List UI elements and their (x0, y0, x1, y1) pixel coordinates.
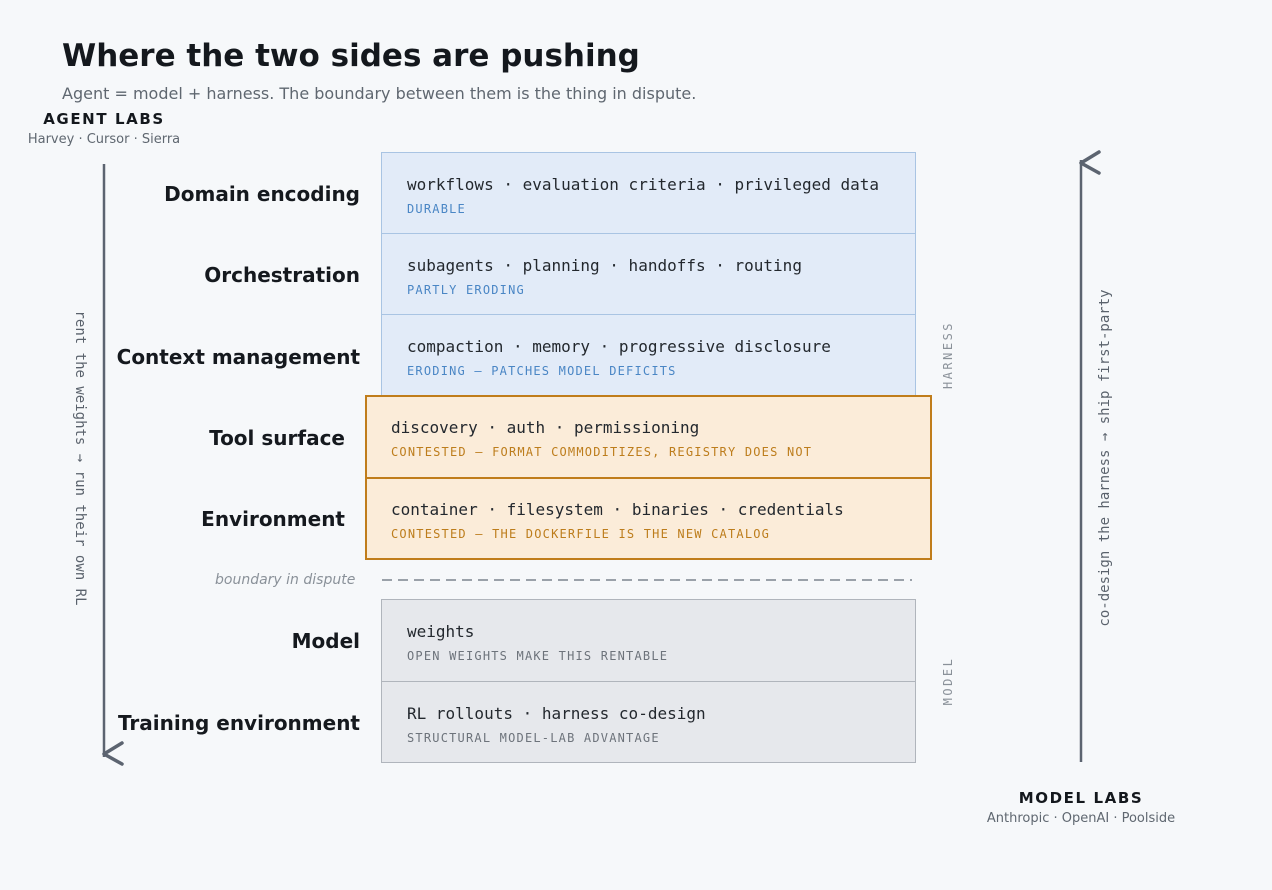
layer-box-environment: container · filesystem · binaries · cred… (365, 477, 932, 560)
layer-items: compaction · memory · progressive disclo… (407, 337, 831, 356)
layer-name-model: Model (291, 629, 360, 653)
agent-labs-header: AGENT LABS Harvey · Cursor · Sierra (14, 110, 194, 147)
agent-labs-arrow (102, 164, 124, 766)
layer-box-training-environment: RL rollouts · harness co-design STRUCTUR… (381, 681, 916, 763)
boundary-label: boundary in dispute (215, 572, 356, 588)
model-labs-header: MODEL LABS Anthropic · OpenAI · Poolside (966, 789, 1196, 826)
harness-group-label: HARNESS (941, 320, 955, 390)
layer-status: DURABLE (407, 202, 466, 216)
layer-name-tool-surface: Tool surface (209, 426, 345, 450)
layer-box-context-management: compaction · memory · progressive disclo… (381, 314, 916, 397)
model-labs-title: MODEL LABS (1018, 789, 1144, 807)
model-labs-arrow (1079, 150, 1101, 762)
layer-status: STRUCTURAL MODEL-LAB ADVANTAGE (407, 731, 660, 745)
layer-name-training-environment: Training environment (117, 711, 360, 735)
layer-items: container · filesystem · binaries · cred… (391, 500, 844, 519)
layer-name-environment: Environment (201, 507, 345, 531)
layer-items: weights (407, 622, 475, 641)
model-labs-members: Anthropic · OpenAI · Poolside (986, 811, 1176, 826)
page-title: Where the two sides are pushing (62, 38, 640, 74)
layer-status: PARTLY ERODING (407, 283, 525, 297)
agent-labs-title: AGENT LABS (43, 110, 165, 128)
layer-items: workflows · evaluation criteria · privil… (407, 175, 880, 194)
layer-name-context-management: Context management (116, 345, 360, 369)
layer-name-domain-encoding: Domain encoding (164, 182, 360, 206)
page-subtitle: Agent = model + harness. The boundary be… (62, 84, 697, 103)
layer-status: OPEN WEIGHTS MAKE THIS RENTABLE (407, 649, 669, 663)
model-labs-arrow-label: co-design the harness → ship first-party (1097, 289, 1113, 627)
layer-items: subagents · planning · handoffs · routin… (407, 256, 802, 275)
model-group-label: MODEL (941, 656, 955, 706)
layer-status: CONTESTED — FORMAT COMMODITIZES, REGISTR… (391, 445, 813, 459)
agent-labs-members: Harvey · Cursor · Sierra (27, 132, 181, 147)
layer-items: RL rollouts · harness co-design (407, 704, 706, 723)
layer-name-orchestration: Orchestration (204, 263, 360, 287)
layer-status: ERODING — PATCHES MODEL DEFICITS (407, 364, 677, 378)
layer-items: discovery · auth · permissioning (391, 418, 700, 437)
layer-box-model: weights OPEN WEIGHTS MAKE THIS RENTABLE (381, 599, 916, 682)
layer-status: CONTESTED — THE DOCKERFILE IS THE NEW CA… (391, 527, 771, 541)
layer-box-orchestration: subagents · planning · handoffs · routin… (381, 233, 916, 316)
layer-box-tool-surface: discovery · auth · permissioning CONTEST… (365, 395, 932, 479)
layer-box-domain-encoding: workflows · evaluation criteria · privil… (381, 152, 916, 235)
